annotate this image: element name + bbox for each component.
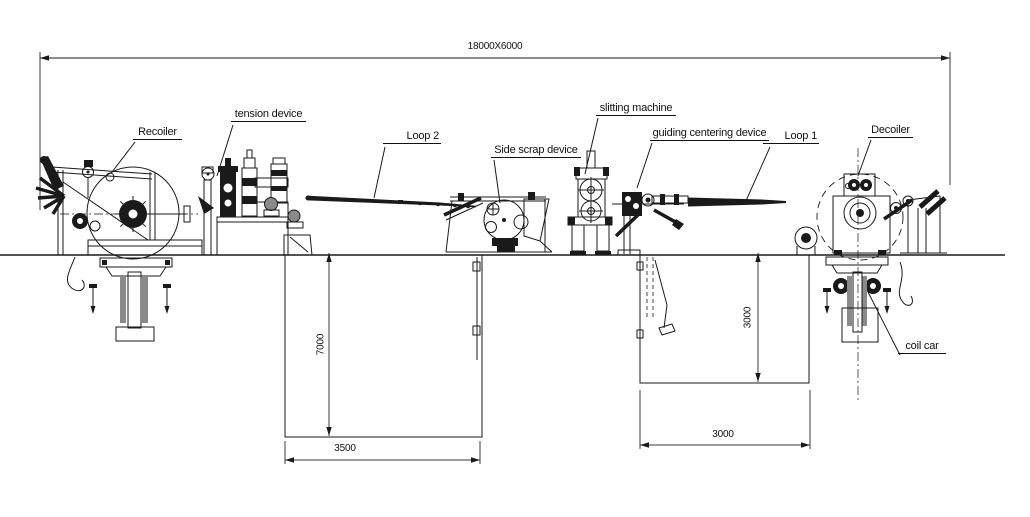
leader-loop1 <box>744 146 771 204</box>
dim-loop1-pit-width: 3000 <box>712 429 734 440</box>
leader-decoiler <box>857 139 872 177</box>
dim-overall: 18000X6000 <box>467 41 523 52</box>
side-scrap-device-machine <box>443 192 553 253</box>
label-loop1: Loop 1 <box>763 130 819 144</box>
label-loop2: Loop 2 <box>383 130 441 144</box>
leader-loop2 <box>373 146 386 199</box>
dim-loop2-pit-depth: 7000 <box>315 333 327 356</box>
dim-loop2-pit-width: 3500 <box>334 443 356 454</box>
leader-guiding <box>636 142 653 189</box>
label-side-scrap-device: Side scrap device <box>491 144 581 158</box>
leader-coil-car <box>867 291 901 356</box>
recoiler-coil-car <box>89 257 173 342</box>
pass-line-roller <box>794 226 818 255</box>
leader-side-scrap <box>493 159 501 204</box>
label-coil-car: coil car <box>898 340 946 354</box>
leader-recoiler <box>111 141 136 173</box>
dim-loop1-pit-depth: 3000 <box>742 306 754 329</box>
loop1-strip <box>688 197 786 207</box>
label-tension-device: tension device <box>231 108 306 122</box>
guiding-centering-device-machine <box>612 192 689 256</box>
tension-device-machine <box>216 149 313 256</box>
label-slitting-machine: slitting machine <box>596 102 676 116</box>
overall-dimension <box>39 52 951 210</box>
leader-slitting <box>584 117 599 175</box>
recoiler-machine <box>35 156 215 292</box>
decoiler-machine <box>816 148 947 400</box>
slitting-machine-machine <box>567 150 613 255</box>
leader-tension-device <box>216 124 234 177</box>
label-recoiler: Recoiler <box>133 126 182 140</box>
loop1-pit <box>636 253 811 449</box>
label-decoiler: Decoiler <box>868 124 913 138</box>
loop2-pit <box>284 253 483 464</box>
loop2-strip <box>305 195 476 209</box>
decoiler-coil-car <box>823 256 891 343</box>
label-guiding-centering-device: guiding centering device <box>650 127 769 141</box>
